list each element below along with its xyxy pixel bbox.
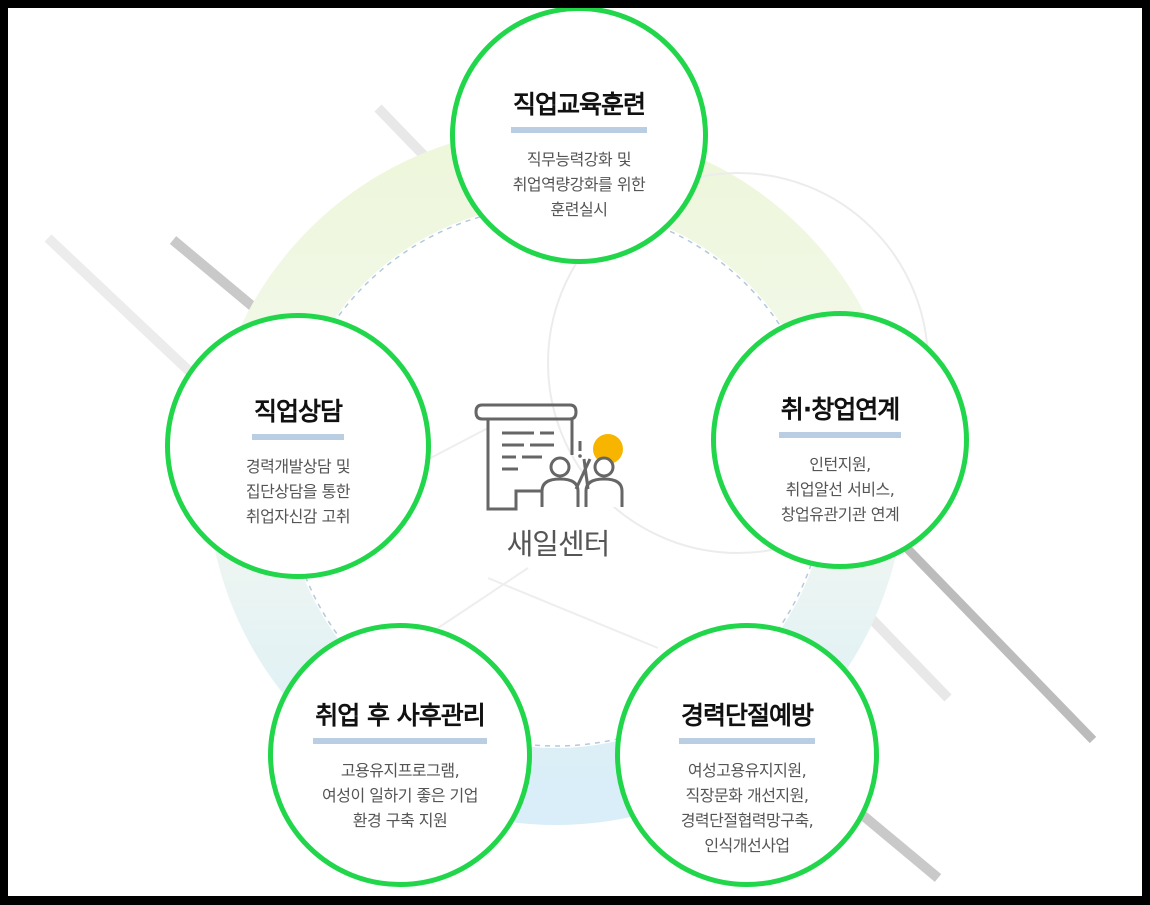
node-employment-startup-link: 취·창업연계 인턴지원, 취업알선 서비스, 창업유관기관 연계 [711,311,969,569]
node-description: 여성고용유지지원, 직장문화 개선지원, 경력단절협력망구축, 인식개선사업 [680,761,814,855]
node-description: 인턴지원, 취업알선 서비스, 창업유관기관 연계 [780,455,900,524]
node-description: 고용유지프로그램, 여성이 일하기 좋은 기업 환경 구축 지원 [322,761,478,830]
node-description: 경력개발상담 및 집단상담을 통한 취업자신감 고취 [245,457,351,526]
node-title: 취·창업연계 [778,390,902,438]
center-label: 새일센터 [506,527,611,561]
node-career-counseling: 직업상담 경력개발상담 및 집단상담을 통한 취업자신감 고취 [165,313,431,579]
node-title: 경력단절예방 [678,696,815,744]
node-title: 취업 후 사후관리 [313,696,487,744]
node-description: 직무능력강화 및 취업역량강화를 위한 훈련실시 [512,150,646,219]
faint-line-2 [437,567,529,629]
diagram-canvas: 새일센터 직업교육훈련 직무능력강화 및 취업역량강화를 위한 훈련실시 취·창… [8,8,1142,896]
node-post-employment-care: 취업 후 사후관리 고용유지프로그램, 여성이 일하기 좋은 기업 환경 구축 … [268,623,532,887]
job-center-icon [474,403,624,511]
node-vocational-training: 직업교육훈련 직무능력강화 및 취업역량강화를 위한 훈련실시 [450,8,708,264]
node-title: 직업상담 [251,392,344,440]
faint-line-3 [487,577,659,649]
node-title: 직업교육훈련 [510,85,647,133]
node-career-break-prevention: 경력단절예방 여성고용유지지원, 직장문화 개선지원, 경력단절협력망구축, 인… [615,623,879,887]
